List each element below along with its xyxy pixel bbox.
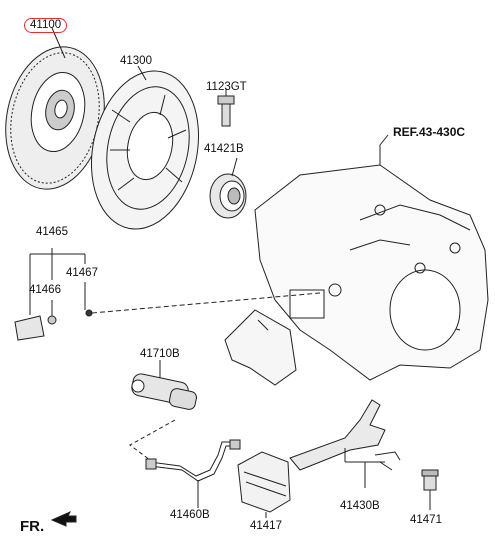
label-reference: REF.43-430C	[393, 125, 466, 139]
label-pin: 41471	[410, 514, 442, 526]
release-cylinder-part	[131, 360, 197, 410]
bolt-part	[217, 88, 235, 127]
mounting-plate-part	[224, 309, 297, 386]
label-release-bearing: 41421B	[204, 143, 244, 155]
bearing-leader-line	[231, 157, 238, 177]
label-fork: 41430B	[340, 500, 380, 512]
label-bracket-assy: 41465	[36, 226, 68, 238]
clutch-cover-part	[90, 70, 200, 230]
cover-part	[237, 451, 291, 518]
label-clip: 41467	[66, 267, 98, 279]
bracket-part	[14, 248, 321, 341]
hose-part	[129, 419, 241, 508]
cover-leader-line	[137, 65, 147, 81]
label-clutch-disc: 41100	[24, 18, 68, 33]
label-hose: 41460B	[170, 509, 210, 521]
label-cylinder: 41710B	[140, 348, 180, 360]
label-bolt: 1123GT	[206, 81, 247, 93]
disc-leader-line	[51, 27, 66, 59]
clutch-disc-part	[5, 46, 105, 190]
label-front: FR.	[20, 518, 45, 535]
pin-part	[421, 469, 439, 510]
label-cover: 41417	[250, 520, 282, 532]
label-clutch-cover: 41300	[120, 55, 152, 67]
clutch-fork-part	[289, 399, 401, 488]
release-bearing-part	[209, 173, 247, 219]
label-nut: 41466	[29, 284, 61, 296]
transmission-part	[254, 134, 489, 381]
front-arrow-icon	[50, 510, 77, 527]
